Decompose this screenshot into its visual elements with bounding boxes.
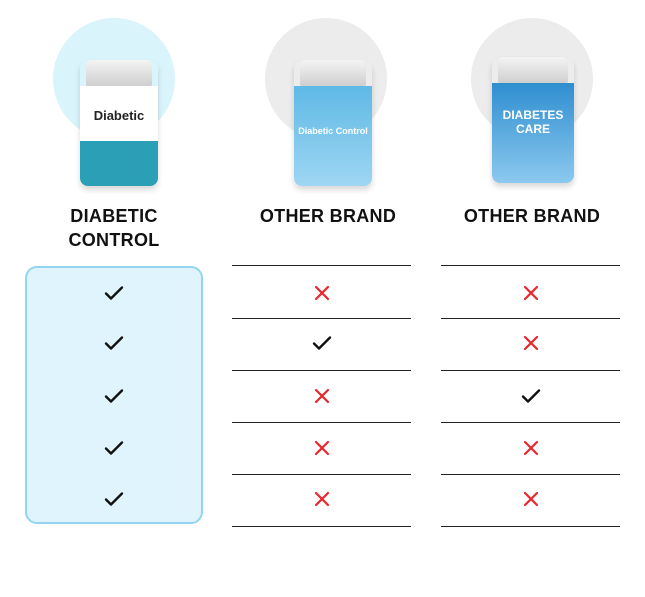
check-icon — [310, 331, 334, 355]
column-heading-other-brand-1: OTHER BRAND — [259, 206, 397, 226]
column-heading-other-brand-2: OTHER BRAND — [463, 206, 601, 226]
row-divider — [441, 474, 620, 475]
product-image-diabetic-control: Diabetic — [80, 60, 158, 186]
check-icon — [102, 281, 126, 305]
cross-icon — [519, 436, 543, 460]
row-divider — [441, 318, 620, 319]
product-image-other-brand-2: DIABETES CARE — [492, 57, 574, 183]
check-icon — [102, 487, 126, 511]
check-icon — [102, 384, 126, 408]
highlight-column-box — [25, 266, 203, 524]
check-icon — [519, 384, 543, 408]
product-label: Diabetic Control — [298, 126, 368, 136]
product-label: Diabetic — [93, 108, 145, 123]
row-divider — [441, 370, 620, 371]
cross-icon — [519, 281, 543, 305]
row-divider — [232, 318, 411, 319]
column-heading-diabetic-control: DIABETIC CONTROL — [68, 206, 160, 250]
row-divider — [441, 265, 620, 266]
row-divider — [441, 526, 620, 527]
cross-icon — [519, 331, 543, 355]
cross-icon — [310, 281, 334, 305]
cross-icon — [310, 487, 334, 511]
product-image-other-brand-1: Diabetic Control — [294, 60, 372, 186]
cross-icon — [310, 436, 334, 460]
check-icon — [102, 436, 126, 460]
row-divider — [232, 422, 411, 423]
row-divider — [441, 422, 620, 423]
row-divider — [232, 474, 411, 475]
row-divider — [232, 265, 411, 266]
cross-icon — [519, 487, 543, 511]
cross-icon — [310, 384, 334, 408]
product-label: DIABETES CARE — [502, 108, 564, 136]
check-icon — [102, 331, 126, 355]
row-divider — [232, 526, 411, 527]
row-divider — [232, 370, 411, 371]
